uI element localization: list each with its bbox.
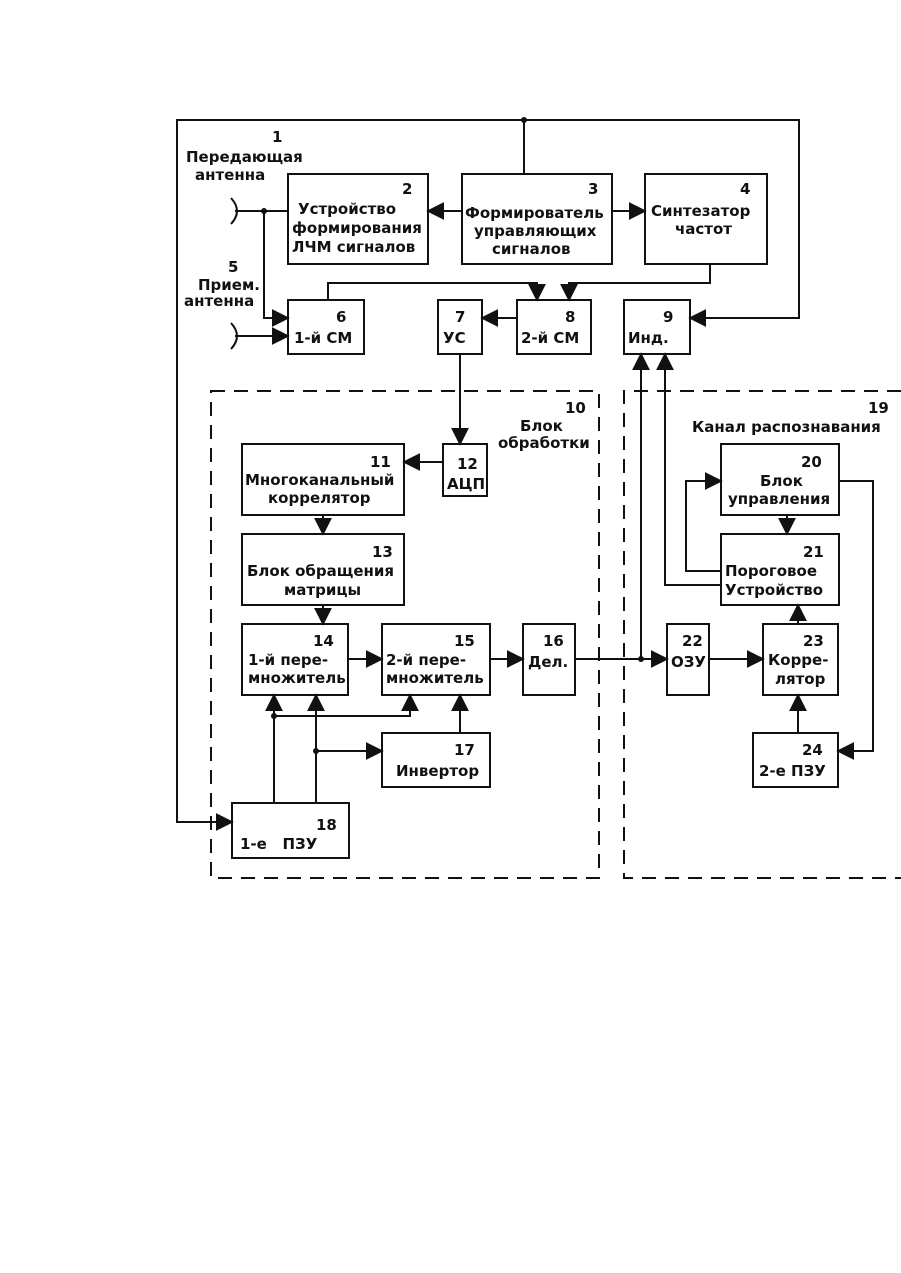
block-15-number: 15 xyxy=(454,632,475,650)
block-12-number: 12 xyxy=(457,455,478,473)
block-16-label: Дел. xyxy=(528,653,568,671)
block-3-label-line2: управляющих xyxy=(474,222,597,240)
block-23-label-line1: Корре- xyxy=(768,651,828,669)
block-9-number: 9 xyxy=(663,308,673,326)
block-20-label-line1: Блок xyxy=(760,472,803,490)
block-13-number: 13 xyxy=(372,543,393,561)
block-2-label-line3: ЛЧМ сигналов xyxy=(292,238,415,256)
block-20-label-line2: управления xyxy=(728,490,830,508)
block-24-label: 2-е ПЗУ xyxy=(759,762,826,780)
receive-antenna-icon xyxy=(231,323,288,349)
block-19-label: Канал распознавания xyxy=(692,418,881,436)
block-3-label-line1: Формирователь xyxy=(465,204,604,222)
block-21-number: 21 xyxy=(803,543,824,561)
transmit-antenna-icon xyxy=(231,198,262,224)
block-1-label-line1: Передающая xyxy=(186,148,303,166)
block-7-label: УС xyxy=(443,329,466,347)
block-8-label: 2-й СМ xyxy=(521,329,579,347)
block-14-label-line2: множитель xyxy=(248,669,346,687)
block-13-label-line1: Блок обращения xyxy=(247,562,394,580)
block-13-label-line2: матрицы xyxy=(284,581,361,599)
block-14-label-line1: 1-й пере- xyxy=(248,651,328,669)
block-2-label-line2: формирования xyxy=(292,219,422,237)
block-3-label-line3: сигналов xyxy=(492,240,571,258)
block-22-label: ОЗУ xyxy=(671,653,706,671)
block-11-label-line1: Многоканальный xyxy=(245,471,394,489)
block-15-label-line2: множитель xyxy=(386,669,484,687)
block-8-number: 8 xyxy=(565,308,575,326)
block-1-number: 1 xyxy=(272,128,282,146)
block-4-number: 4 xyxy=(740,180,750,198)
block-22-number: 22 xyxy=(682,632,703,650)
block-11-label-line2: коррелятор xyxy=(268,489,371,507)
block-5-number: 5 xyxy=(228,258,238,276)
block-12-label: АЦП xyxy=(447,475,485,493)
block-24-number: 24 xyxy=(802,741,823,759)
block-4-label-line2: частот xyxy=(675,220,732,238)
block-23-number: 23 xyxy=(803,632,824,650)
block-18-label: 1-е ПЗУ xyxy=(240,835,318,853)
block-2-number: 2 xyxy=(402,180,412,198)
block-16-number: 16 xyxy=(543,632,564,650)
block-9-label: Инд. xyxy=(628,329,669,347)
block-10-label-line2: обработки xyxy=(498,434,590,452)
block-1-label-line2: антенна xyxy=(195,166,265,184)
block-10-number: 10 xyxy=(565,399,586,417)
block-5-label-line2: антенна xyxy=(184,292,254,310)
block-21-label-line2: Устройство xyxy=(725,581,823,599)
block-15-label-line1: 2-й пере- xyxy=(386,651,466,669)
block-11-number: 11 xyxy=(370,453,391,471)
block-14-number: 14 xyxy=(313,632,334,650)
block-19-number: 19 xyxy=(868,399,889,417)
block-2-label-line1: Устройство xyxy=(298,200,396,218)
block-3-number: 3 xyxy=(588,180,598,198)
block-23-label-line2: лятор xyxy=(775,670,826,688)
block-6-number: 6 xyxy=(336,308,346,326)
block-17-label: Инвертор xyxy=(396,762,479,780)
block-20-number: 20 xyxy=(801,453,822,471)
block-10-label-line1: Блок xyxy=(520,417,563,435)
block-18-number: 18 xyxy=(316,816,337,834)
block-6-label: 1-й СМ xyxy=(294,329,352,347)
block-17-number: 17 xyxy=(454,741,475,759)
block-7-number: 7 xyxy=(455,308,465,326)
block-4-label-line1: Синтезатор xyxy=(651,202,751,220)
block-21-label-line1: Пороговое xyxy=(725,562,817,580)
